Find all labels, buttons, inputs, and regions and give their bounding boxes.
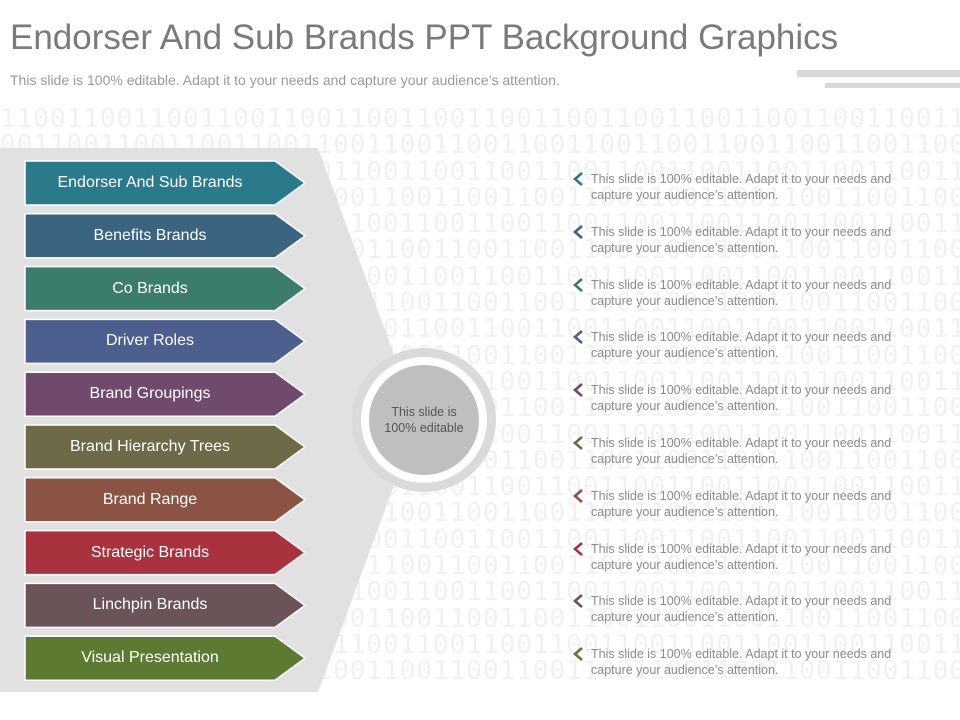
page-title: Endorser And Sub Brands PPT Background G…: [10, 18, 839, 57]
arrow-shape-1: [24, 160, 307, 206]
center-circle-text: This slide is 100% editable: [372, 404, 476, 436]
description-text: This slide is 100% editable. Adapt it to…: [591, 277, 891, 309]
description-text: This slide is 100% editable. Adapt it to…: [591, 593, 891, 625]
description-10: This slide is 100% editable. Adapt it to…: [571, 646, 931, 678]
description-line2: capture your audience’s attention.: [591, 346, 779, 361]
chevron-left-icon: [573, 330, 583, 345]
description-text: This slide is 100% editable. Adapt it to…: [591, 329, 891, 361]
description-line1: This slide is 100% editable. Adapt it to…: [591, 277, 892, 292]
arrow-label-1: Endorser And Sub Brands: [57, 174, 243, 191]
chevron-left-icon: [573, 172, 583, 186]
chevron-left-icon: [573, 277, 583, 292]
description-line2: capture your audience’s attention.: [591, 504, 779, 519]
description-1: This slide is 100% editable. Adapt it to…: [571, 171, 931, 203]
description-line2: capture your audience’s attention.: [591, 399, 779, 414]
description-line1: This slide is 100% editable. Adapt it to…: [591, 594, 892, 609]
arrow-label-2: Benefits Brands: [93, 226, 207, 244]
page-subtitle: This slide is 100% editable. Adapt it to…: [10, 72, 560, 88]
description-line1: This slide is 100% editable. Adapt it to…: [591, 330, 892, 345]
chevron-left-icon: [573, 594, 583, 609]
description-4: This slide is 100% editable. Adapt it to…: [571, 329, 931, 361]
arrow-shape-5: [24, 371, 307, 417]
description-3: This slide is 100% editable. Adapt it to…: [571, 277, 931, 309]
description-7: This slide is 100% editable. Adapt it to…: [571, 488, 931, 520]
description-text: This slide is 100% editable. Adapt it to…: [591, 646, 891, 678]
arrow-label-6: Brand Hierarchy Trees: [69, 438, 231, 455]
description-6: This slide is 100% editable. Adapt it to…: [571, 435, 931, 467]
arrow-label-4: Driver Roles: [105, 332, 194, 350]
description-2: This slide is 100% editable. Adapt it to…: [571, 224, 931, 256]
chevron-left-icon: [573, 647, 583, 662]
arrow-shape-3: [24, 265, 307, 312]
center-text-line1: This slide is: [391, 405, 457, 419]
description-line1: This slide is 100% editable. Adapt it to…: [591, 224, 892, 239]
arrow-shape-2: [24, 213, 307, 259]
arrow-shape-9: [24, 582, 307, 629]
chevron-left-icon: [573, 488, 583, 503]
center-circle: [369, 365, 479, 475]
description-line1: This slide is 100% editable. Adapt it to…: [591, 488, 892, 503]
arrow-shape-4: [24, 318, 307, 365]
arrow-label-8: Strategic Brands: [90, 543, 210, 561]
description-text: This slide is 100% editable. Adapt it to…: [591, 224, 891, 256]
arrow-label-7: Brand Range: [102, 490, 198, 508]
description-line2: capture your audience’s attention.: [591, 240, 779, 255]
chevron-left-icon: [573, 224, 583, 239]
decorative-bar-top: [797, 70, 960, 77]
description-text: This slide is 100% editable. Adapt it to…: [591, 435, 891, 467]
description-line1: This slide is 100% editable. Adapt it to…: [591, 436, 892, 450]
description-line2: capture your audience’s attention.: [591, 188, 779, 202]
arrow-shape-7: [24, 477, 307, 523]
arrow-shape-10: [24, 635, 307, 681]
arrow-label-5: Brand Groupings: [89, 385, 211, 403]
description-line1: This slide is 100% editable. Adapt it to…: [591, 172, 892, 186]
description-text: This slide is 100% editable. Adapt it to…: [591, 171, 891, 203]
description-text: This slide is 100% editable. Adapt it to…: [591, 488, 891, 520]
description-5: This slide is 100% editable. Adapt it to…: [571, 382, 931, 414]
arrow-label-9: Linchpin Brands: [92, 596, 208, 614]
arrow-shape-8: [24, 529, 307, 576]
description-line1: This slide is 100% editable. Adapt it to…: [591, 541, 892, 556]
chevron-left-icon: [573, 436, 583, 450]
arrow-label-10: Visual Presentation: [81, 649, 219, 667]
description-line2: capture your audience’s attention.: [591, 663, 779, 678]
arrow-label-3: Co Brands: [112, 279, 188, 297]
description-line2: capture your audience’s attention.: [591, 452, 779, 466]
description-line2: capture your audience’s attention.: [591, 557, 779, 572]
chevron-left-icon: [573, 541, 583, 556]
decorative-bar-bottom: [825, 83, 960, 88]
description-line1: This slide is 100% editable. Adapt it to…: [591, 647, 892, 662]
arrow-group: [24, 160, 307, 681]
description-text: This slide is 100% editable. Adapt it to…: [591, 382, 891, 414]
arrow-shape-6: [24, 424, 307, 470]
description-line1: This slide is 100% editable. Adapt it to…: [591, 383, 892, 398]
description-8: This slide is 100% editable. Adapt it to…: [571, 541, 931, 573]
chevron-left-icon: [573, 383, 583, 398]
description-line2: capture your audience’s attention.: [591, 293, 779, 308]
description-text: This slide is 100% editable. Adapt it to…: [591, 541, 891, 573]
center-text-line2: 100% editable: [384, 421, 464, 435]
description-9: This slide is 100% editable. Adapt it to…: [571, 593, 931, 625]
description-line2: capture your audience’s attention.: [591, 610, 779, 625]
